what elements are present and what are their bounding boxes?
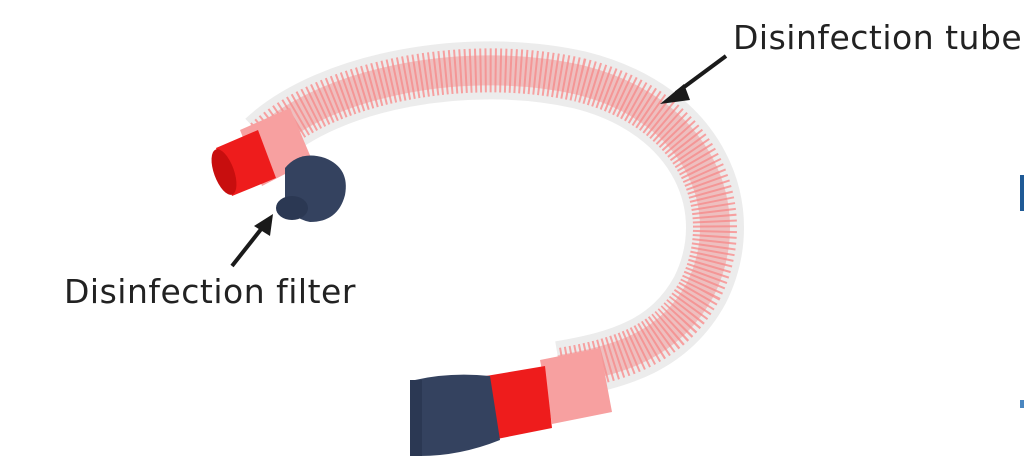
bottom-connector bbox=[410, 374, 500, 456]
disinfection-filter-label: Disinfection filter bbox=[64, 272, 356, 311]
arrow-icon-filter bbox=[230, 214, 273, 268]
disinfection-tube-label: Disinfection tube bbox=[733, 18, 1023, 57]
left-cuff bbox=[211, 108, 312, 196]
bottom-cuff bbox=[486, 348, 612, 440]
arrow-icon-tube bbox=[660, 54, 728, 104]
disinfection-tube-core bbox=[250, 48, 737, 392]
disinfection-filter bbox=[276, 155, 346, 222]
edge-accent-bar bbox=[1020, 175, 1024, 211]
edge-accent-mark bbox=[1020, 400, 1024, 408]
